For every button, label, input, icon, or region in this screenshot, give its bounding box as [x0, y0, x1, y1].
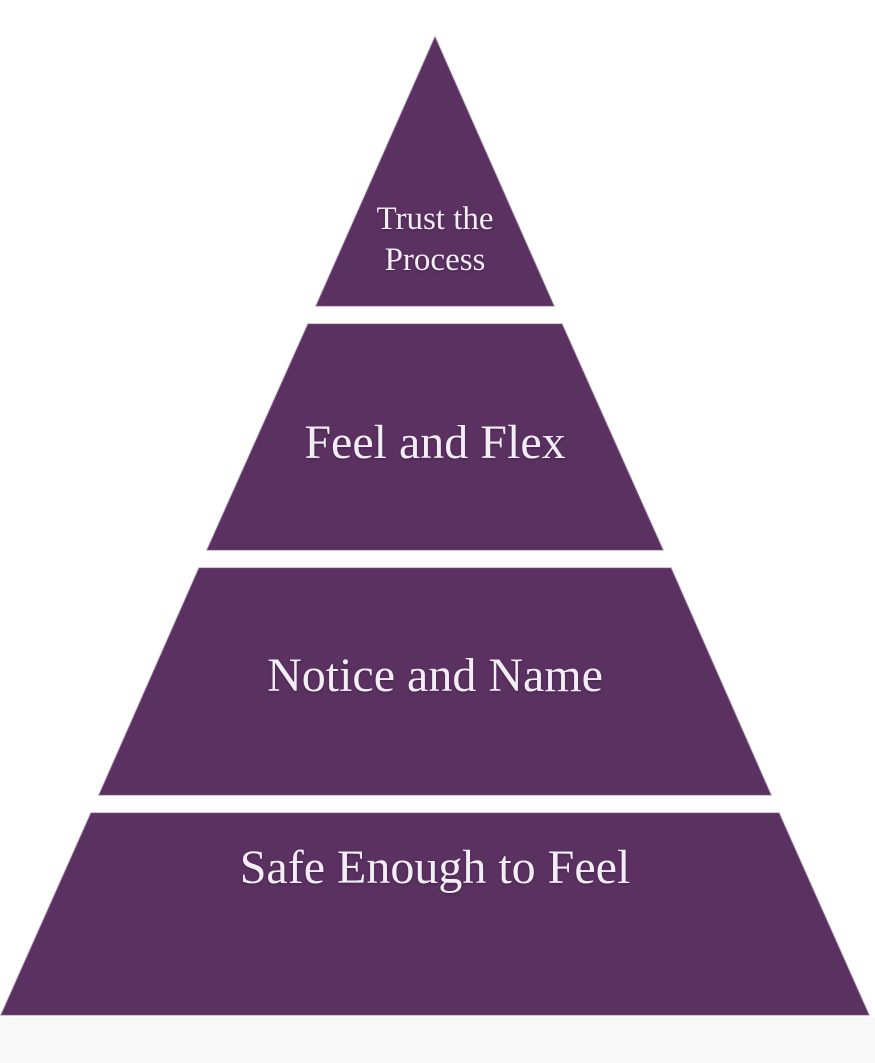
tier-2-label: Feel and Flex — [304, 416, 566, 469]
tier-1-label: Trust the Process — [305, 199, 565, 281]
tier-1-label-line-2: Process — [384, 242, 486, 278]
tier-1-shape — [314, 35, 556, 307]
tier-3-shape — [97, 567, 773, 796]
tier-1-label-line-1: Trust the — [376, 201, 494, 237]
tier-3-label: Notice and Name — [267, 649, 603, 702]
tier-4-shape — [0, 812, 871, 1016]
tier-4-label: Safe Enough to Feel — [239, 841, 631, 894]
tier-2-shape — [205, 323, 665, 551]
page-footer-strip — [0, 1017, 875, 1063]
